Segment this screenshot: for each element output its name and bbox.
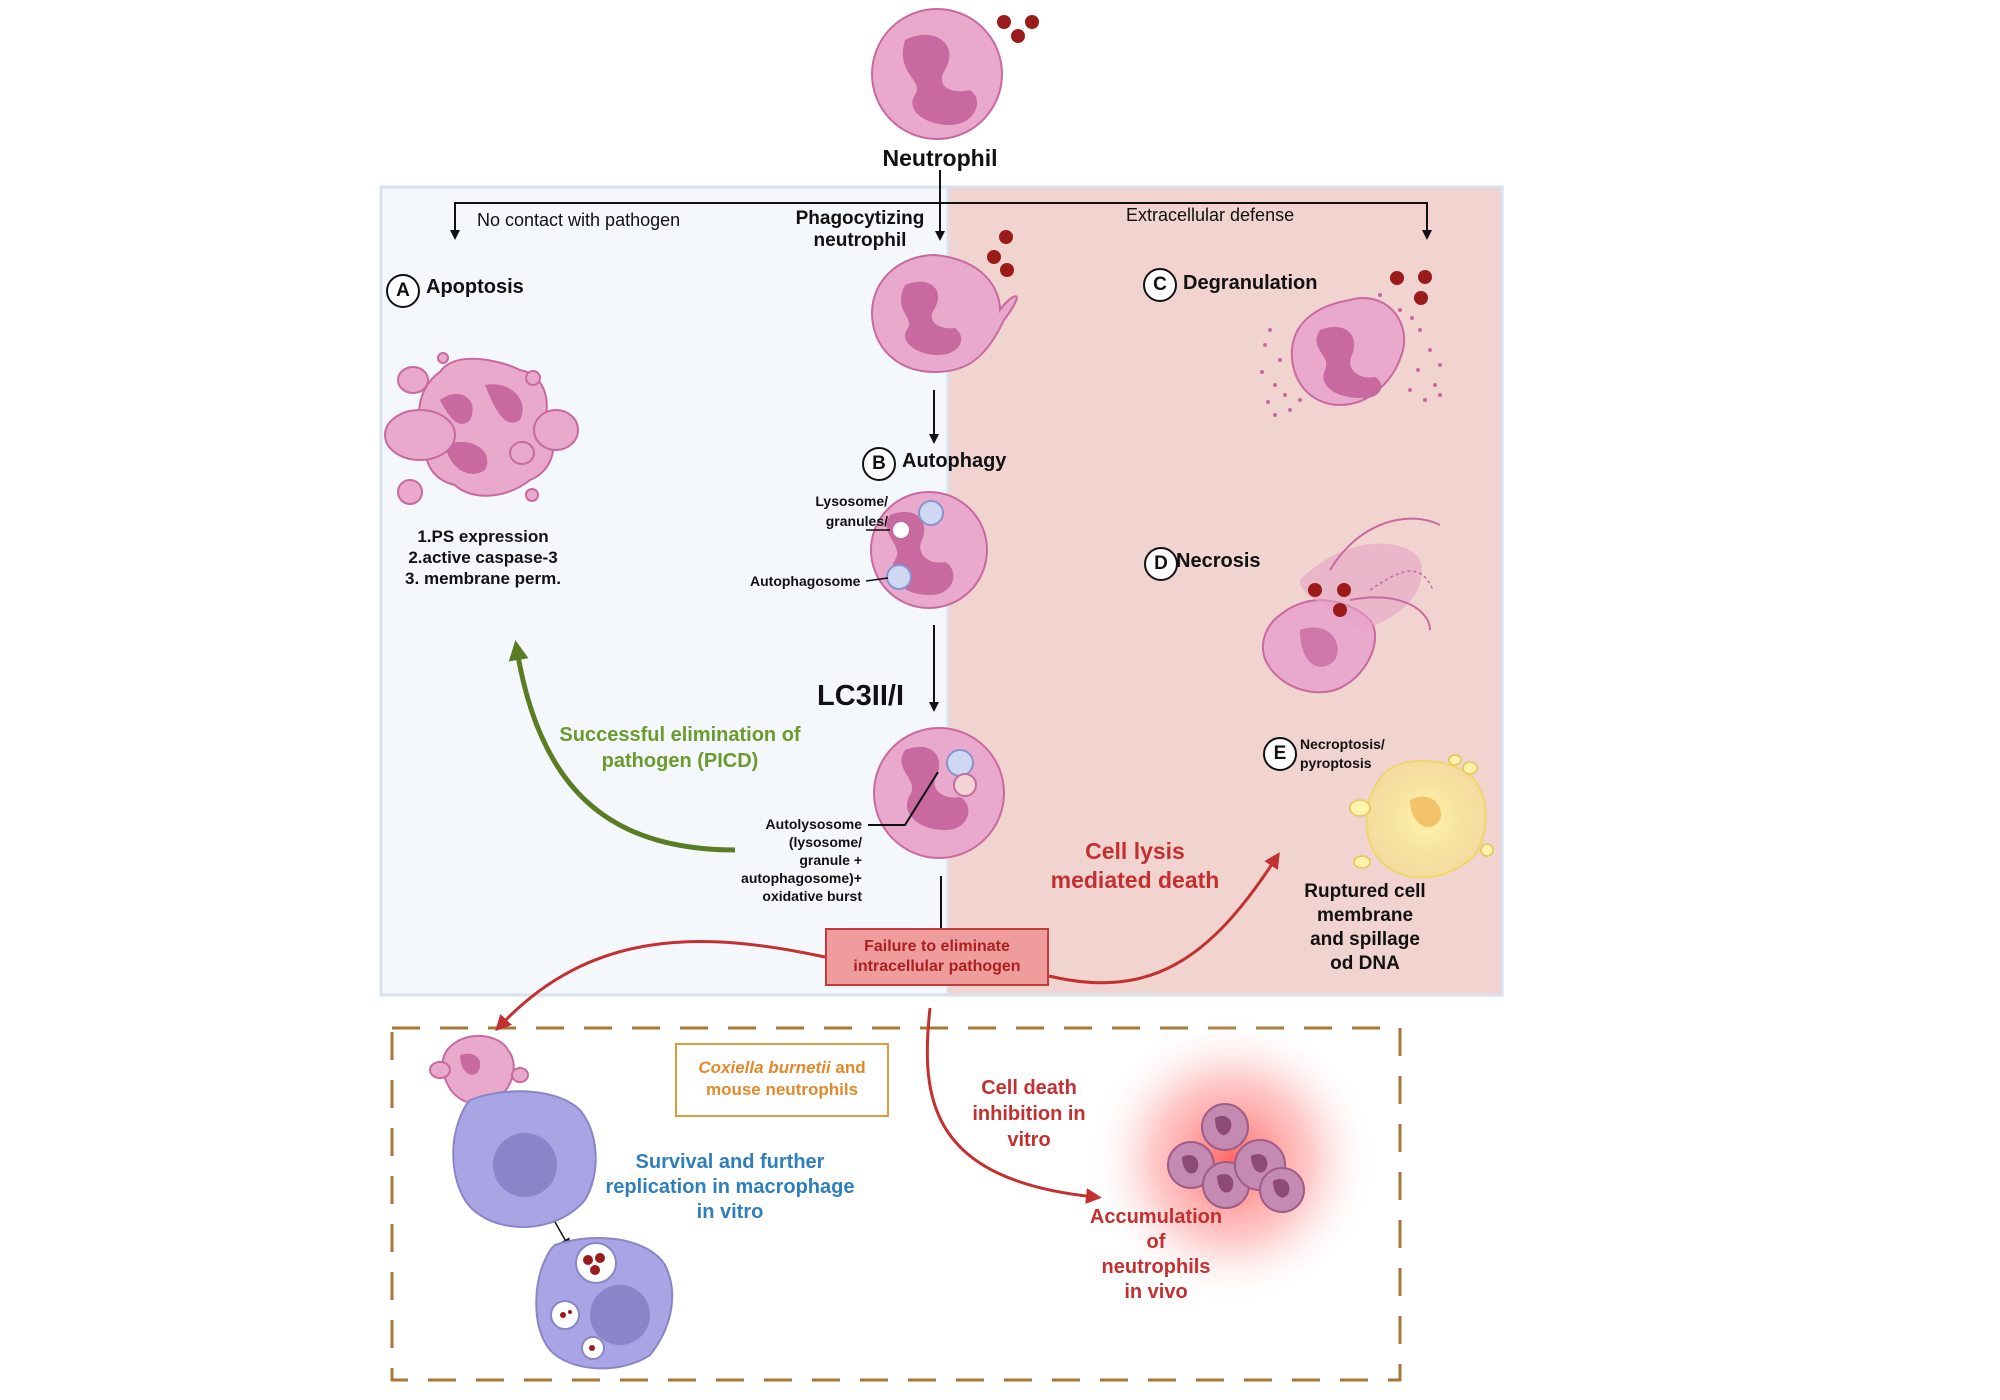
apoptotic-cell (384, 352, 579, 505)
coxiella-line1: Coxiella burnetii and (677, 1057, 887, 1079)
accumulation-glow (1087, 1015, 1377, 1305)
failure-line1: Failure to eliminate (864, 938, 1010, 955)
ruptured-cell (1349, 754, 1494, 879)
failure-line2: intracellular pathogen (853, 958, 1021, 975)
inhibition-line3: vitro (1007, 1129, 1051, 1151)
coxiella-species: Coxiella burnetii (698, 1058, 831, 1077)
letter-a-badge: A (386, 274, 420, 308)
apoptotic-small-cell (429, 1034, 529, 1105)
neutrophil-title: Neutrophil (882, 145, 998, 171)
autolysosome-line1: Autolysosome (765, 816, 862, 832)
autolysosome-cell (873, 727, 1005, 859)
survival-line3: in vitro (696, 1201, 764, 1223)
failure-box: Failure to eliminate intracellular patho… (825, 928, 1049, 986)
left-panel (379, 185, 950, 997)
necroptosis-label: Necroptosis/ pyroptosis (1300, 735, 1385, 773)
autophagy-cell (870, 491, 988, 609)
branch-label-no-contact: No contact with pathogen (477, 210, 681, 230)
necrosis-title: Necrosis (1176, 550, 1261, 572)
macrophage-2 (535, 1236, 674, 1370)
lysis-line2: mediated death (1050, 867, 1220, 893)
letter-b-badge: B (862, 447, 896, 481)
coxiella-and: and (830, 1058, 866, 1077)
red-arrow-to-accumulation (925, 1007, 1102, 1205)
apoptosis-marker-1: 1.PS expression (417, 527, 549, 546)
apoptosis-title: Apoptosis (426, 276, 524, 298)
success-arrow (508, 640, 736, 853)
lysosome-label-line1: Lysosome/ (815, 493, 888, 509)
in-vitro-dashed-box (390, 1026, 1402, 1382)
ruptured-line4: od DNA (1330, 953, 1400, 974)
accumulation-line3: neutrophils (1101, 1256, 1211, 1278)
success-line1: Successful elimination of (559, 724, 801, 746)
success-line2: pathogen (PICD) (601, 750, 759, 772)
red-arrow-to-lysis (1048, 852, 1280, 985)
arrow-to-apoptosis (450, 202, 940, 240)
lc3-label: LC3II/I (817, 680, 905, 712)
accumulation-line4: in vivo (1124, 1281, 1188, 1303)
branch-label-extracellular: Extracellular defense (1126, 205, 1295, 225)
autolysosome-label: Autolysosome (lysosome/ granule + autoph… (712, 815, 862, 905)
coxiella-line2: mouse neutrophils (705, 1080, 859, 1099)
lysosome-label: Lysosome/ granules/ (730, 491, 888, 531)
branch-label-phagocytizing: Phagocytizing neutrophil (785, 208, 935, 252)
neutrophil-top-cell (871, 8, 1039, 140)
letter-e-badge: E (1263, 737, 1297, 771)
inhibition-line1: Cell death (981, 1077, 1077, 1099)
necroptosis-line2: pyroptosis (1300, 755, 1372, 771)
lysosome-label-line2: granules/ (825, 513, 888, 529)
coxiella-box: Coxiella burnetii and mouse neutrophils (675, 1043, 889, 1117)
accumulation-line2: of (1146, 1231, 1166, 1253)
ruptured-line3: and spillage (1310, 929, 1420, 950)
inhibition-label: Cell death inhibition in vitro (939, 1075, 1119, 1153)
necroptosis-line1: Necroptosis/ (1300, 736, 1385, 752)
lysis-line1: Cell lysis (1085, 838, 1185, 864)
necrotic-cell (1261, 517, 1441, 694)
letter-c-badge: C (1143, 268, 1177, 302)
accumulation-line1: Accumulation (1089, 1206, 1223, 1228)
phagocytizing-line2: neutrophil (813, 230, 907, 251)
ruptured-line1: Ruptured cell (1304, 881, 1426, 902)
degranulation-cell (1260, 270, 1442, 417)
survival-line2: replication in macrophage (605, 1176, 855, 1198)
ruptured-label: Ruptured cell membrane and spillage od D… (1275, 880, 1455, 976)
phagocytizing-cell (870, 230, 1018, 374)
ruptured-line2: membrane (1316, 905, 1414, 926)
degranulation-title: Degranulation (1183, 272, 1318, 294)
inhibition-line2: inhibition in (972, 1103, 1086, 1125)
autophagy-title: Autophagy (902, 450, 1007, 472)
autolysosome-line2: (lysosome/ (788, 834, 862, 850)
autolysosome-line3: granule + (799, 852, 862, 868)
apoptosis-marker-3: 3. membrane perm. (405, 569, 561, 588)
autolysosome-line5: oxidative burst (762, 888, 862, 904)
survival-label: Survival and further replication in macr… (580, 1150, 880, 1225)
macrophage-1 (452, 1090, 597, 1228)
arrow-to-extracellular (940, 202, 1432, 240)
apoptosis-markers: 1.PS expression 2.active caspase-3 3. me… (378, 526, 588, 589)
red-arrow-to-macrophage (495, 940, 826, 1032)
accumulation-label: Accumulation of neutrophils in vivo (1076, 1205, 1236, 1305)
lysis-label: Cell lysis mediated death (1030, 837, 1240, 895)
phagocytizing-line1: Phagocytizing (795, 208, 925, 229)
survival-line1: Survival and further (635, 1151, 825, 1173)
letter-d-badge: D (1144, 547, 1178, 581)
apoptosis-marker-2: 2.active caspase-3 (408, 548, 558, 567)
autolysosome-line4: autophagosome)+ (741, 870, 862, 886)
autophagosome-label: Autophagosome (750, 573, 861, 589)
success-label: Successful elimination of pathogen (PICD… (530, 722, 830, 774)
